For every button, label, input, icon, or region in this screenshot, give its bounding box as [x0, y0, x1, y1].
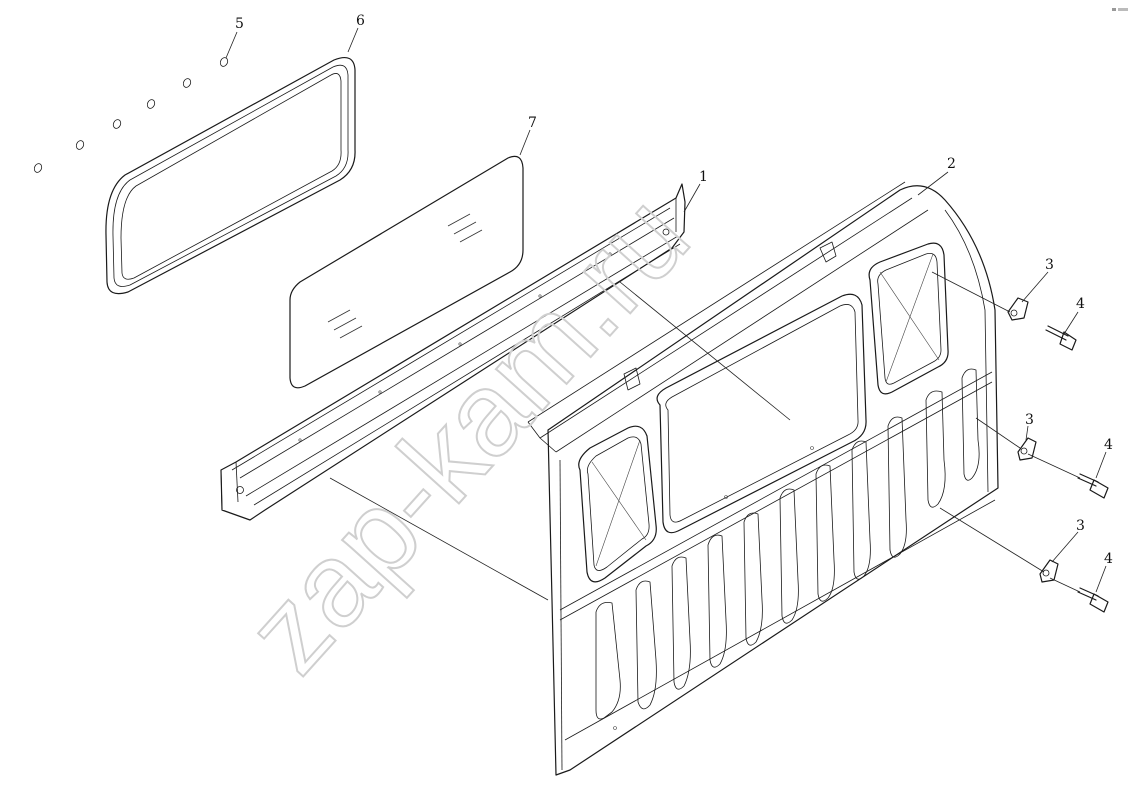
callout-6: 6 — [356, 13, 365, 29]
part-2-rear-panel — [527, 181, 999, 776]
callout-4b: 4 — [1104, 437, 1113, 453]
callout-3b: 3 — [1025, 412, 1034, 428]
callout-1: 1 — [699, 169, 708, 185]
part-3-brackets — [1007, 297, 1059, 583]
assembly-leader-lines — [329, 271, 1081, 601]
callout-3c: 3 — [1076, 518, 1085, 534]
panel-ribs — [595, 368, 980, 720]
callout-4a: 4 — [1076, 296, 1085, 312]
callout-labels: 1 2 3 3 3 4 4 4 5 6 7 — [235, 13, 1113, 567]
callout-5: 5 — [235, 16, 244, 32]
callout-7: 7 — [528, 115, 537, 131]
callout-3a: 3 — [1045, 257, 1054, 273]
callout-leaders — [225, 27, 1107, 593]
watermark: zap-kam.ru — [221, 170, 714, 697]
callout-4c: 4 — [1104, 551, 1113, 567]
part-6-window-seal — [105, 57, 356, 295]
part-7-glass-pane — [289, 155, 524, 389]
corner-mark — [1112, 8, 1128, 11]
callout-2: 2 — [947, 156, 956, 172]
part-4-bolts — [1045, 325, 1109, 613]
part-5-clips — [33, 57, 229, 173]
part-1-upper-crossmember — [220, 183, 686, 521]
